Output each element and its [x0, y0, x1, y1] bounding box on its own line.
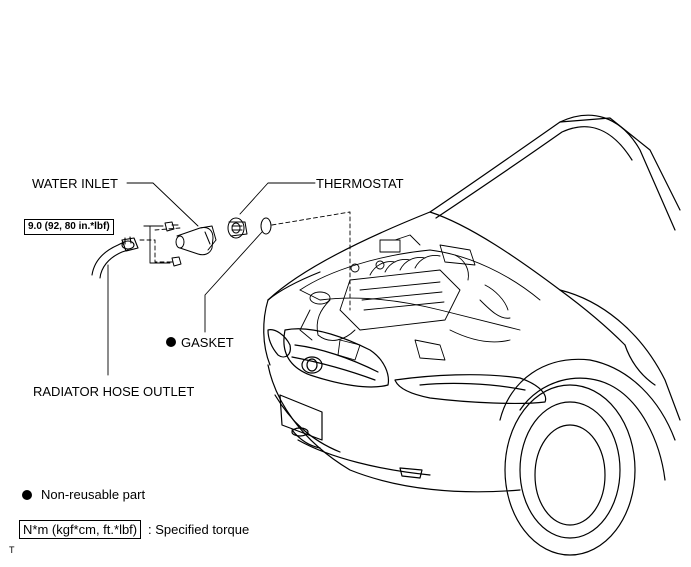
- water-inlet-part: [175, 225, 217, 256]
- label-torque-value: 9.0 (92, 80 in.*lbf): [24, 219, 114, 235]
- label-leader-lines: [107, 182, 316, 376]
- engine-bay: [299, 234, 541, 361]
- label-water-inlet: WATER INLET: [32, 176, 118, 191]
- label-radiator-hose-outlet: RADIATOR HOSE OUTLET: [33, 384, 195, 399]
- thermostat-part: [227, 217, 248, 239]
- legend-torque-description: : Specified torque: [148, 522, 250, 537]
- radiator-hose-part: [91, 236, 139, 279]
- gasket-non-reusable-icon: [166, 337, 176, 347]
- gasket-part: [260, 217, 272, 235]
- legend-non-reusable-text: Non-reusable part: [41, 487, 146, 502]
- car-illustration: [263, 114, 681, 556]
- label-gasket: GASKET: [181, 335, 234, 350]
- label-thermostat: THERMOSTAT: [316, 176, 404, 191]
- bolt-lower: [167, 256, 182, 267]
- legend-torque-unit: N*m (kgf*cm, ft.*lbf): [19, 520, 142, 539]
- corner-mark: T: [9, 545, 15, 555]
- location-leader-dashed: [139, 211, 351, 311]
- legend-non-reusable-icon: [22, 490, 32, 500]
- bolt-upper: [164, 221, 179, 232]
